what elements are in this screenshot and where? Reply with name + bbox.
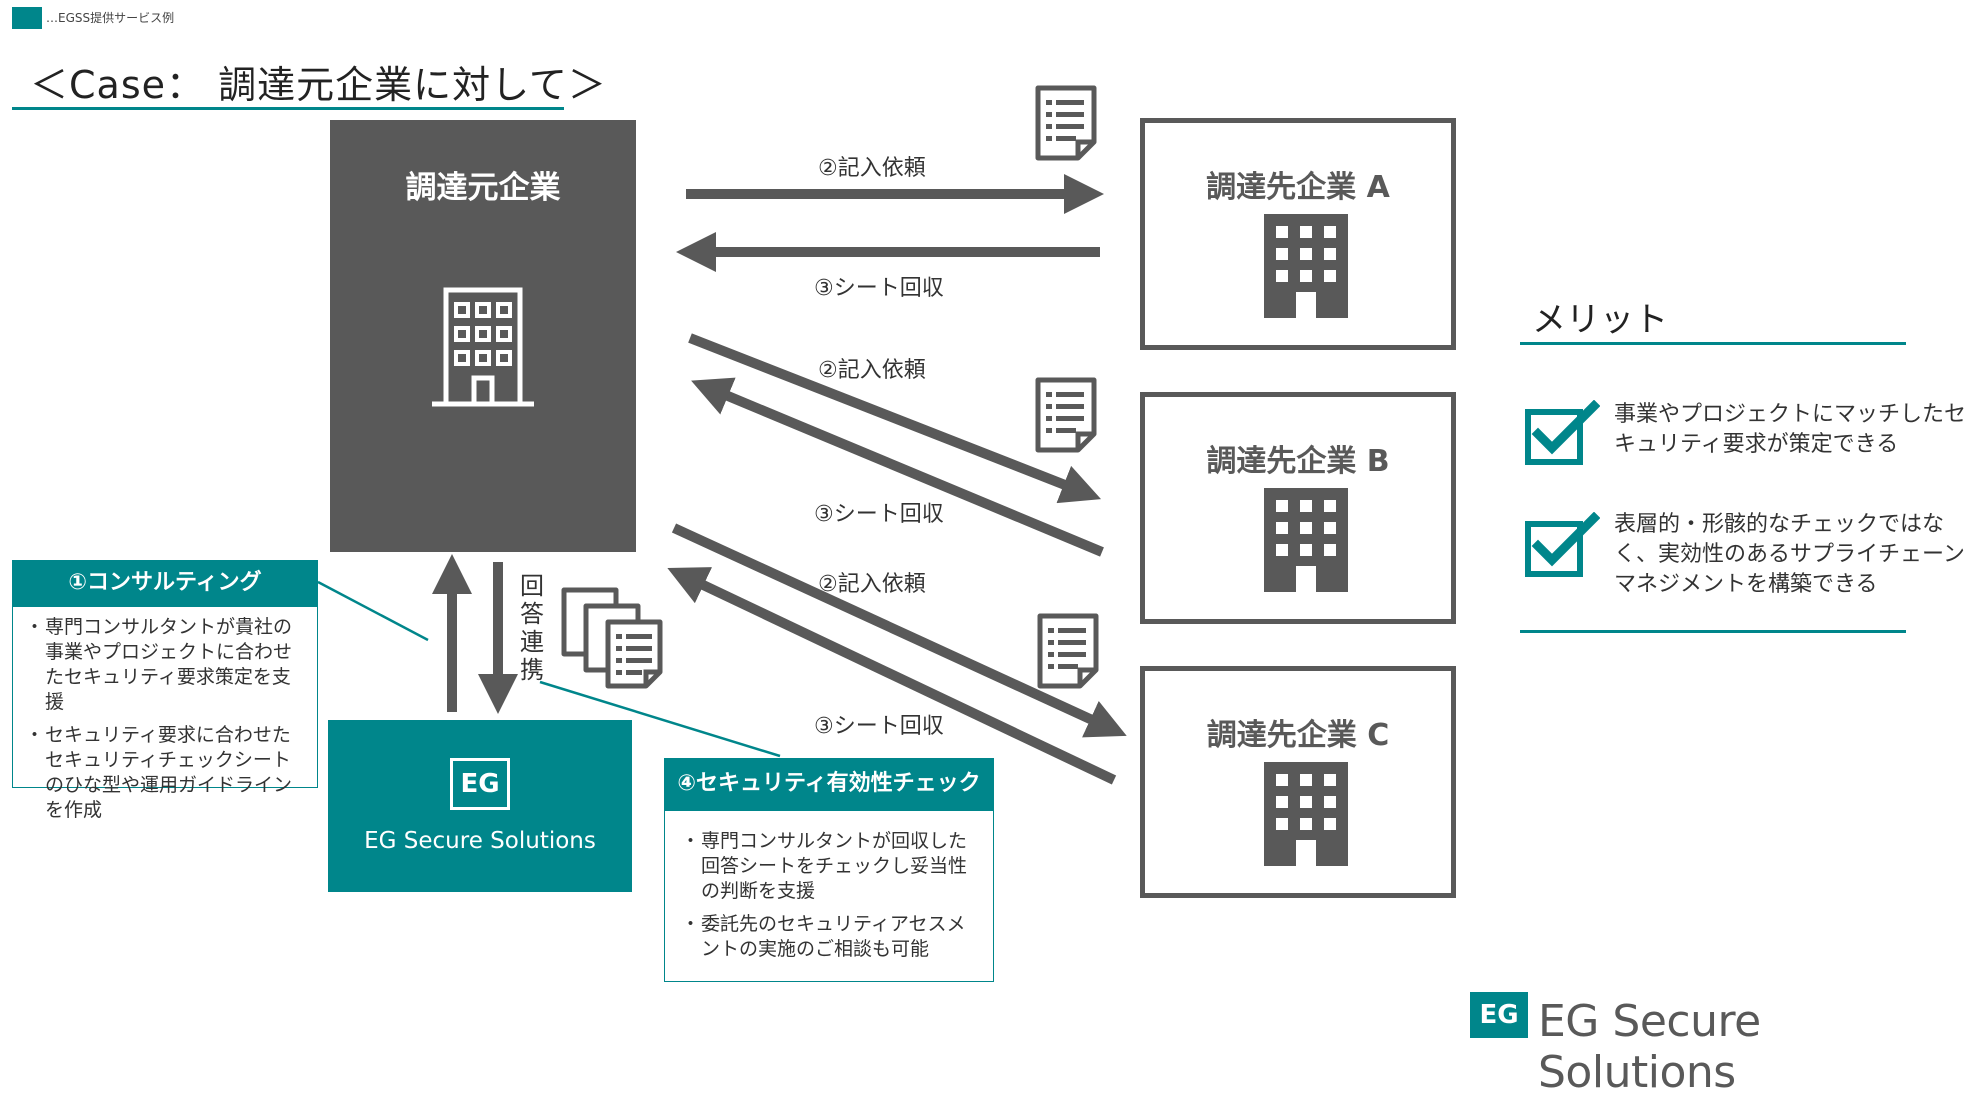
egss-box-label: EG Secure Solutions — [364, 828, 596, 854]
label-request-c: ②記入依頼 — [818, 572, 926, 597]
case-title-underline — [12, 107, 564, 110]
arrow-request-c — [671, 523, 1127, 738]
check-title: ④セキュリティ有効性チェック — [664, 758, 994, 810]
connector-consulting — [317, 580, 429, 642]
connector-check — [539, 680, 781, 758]
consulting-body: 専門コンサルタントが貴社の事業やプロジェクトに合わせたセキュリティ要求策定を支援… — [12, 606, 318, 821]
arrow-request-b — [688, 333, 1102, 504]
check-body: 専門コンサルタントが回収した回答シートをチェックし妥当性の判断を支援 委託先のセ… — [664, 810, 994, 982]
building-icon — [1264, 488, 1348, 592]
document-icon — [1035, 85, 1097, 161]
building-icon — [1264, 762, 1348, 866]
building-icon — [432, 287, 534, 407]
legend-swatch — [12, 7, 42, 29]
merit-item: 事業やプロジェクトにマッチしたセキュリティ要求が策定できる — [1614, 402, 1967, 457]
client-company-box — [330, 120, 636, 552]
label-request-a: ②記入依頼 — [818, 156, 926, 181]
check-bullet: 専門コンサルタントが回収した回答シートをチェックし妥当性の判断を支援 — [681, 829, 983, 904]
client-company-title: 調達元企業 — [405, 170, 561, 206]
case-title: ＜Case： 調達元企業に対して＞ — [30, 63, 607, 107]
checkbox-icon — [1525, 512, 1600, 577]
label-answer-link: 回答連携 — [520, 572, 544, 684]
building-icon — [1264, 214, 1348, 318]
check-bullet: 委託先のセキュリティアセスメントの実施のご相談も可能 — [681, 912, 983, 962]
consulting-title: ①コンサルティング — [12, 560, 318, 606]
merit-item: 表層的・形骸的なチェックではなく、実効性のあるサプライチェーンマネジメントを構築… — [1614, 512, 1965, 597]
documents-stack-icon — [561, 587, 663, 689]
vendor-title-c: 調達先企業 C — [1206, 718, 1390, 753]
vendor-title-b: 調達先企業 B — [1206, 444, 1390, 479]
eg-logo-icon: EG — [1470, 992, 1528, 1038]
consulting-bullet: セキュリティ要求に合わせたセキュリティチェックシートのひな型や運用ガイドラインを… — [25, 723, 307, 823]
label-request-b: ②記入依頼 — [818, 358, 926, 383]
egss-box — [328, 720, 632, 892]
merit-top-line — [1520, 342, 1906, 345]
arrow-collect-c — [667, 567, 1117, 785]
label-collect-b: ③シート回収 — [814, 502, 944, 527]
eg-logo-icon: EG — [450, 758, 510, 810]
label-collect-a: ③シート回収 — [814, 276, 944, 301]
label-collect-c: ③シート回収 — [814, 714, 944, 739]
arrow-collect-b — [691, 377, 1104, 557]
merit-title: メリット — [1532, 300, 1668, 340]
checkbox-icon — [1525, 400, 1600, 465]
flow-arrows — [317, 174, 1127, 785]
merit-bottom-line — [1520, 630, 1906, 633]
legend-text: …EGSS提供サービス例 — [46, 11, 175, 25]
consulting-bullet: 専門コンサルタントが貴社の事業やプロジェクトに合わせたセキュリティ要求策定を支援 — [25, 615, 307, 715]
document-icon — [1037, 613, 1099, 689]
vendor-title-a: 調達先企業 A — [1206, 170, 1390, 205]
document-icon — [1035, 377, 1097, 453]
brand-name: EG Secure Solutions — [1538, 996, 1761, 1098]
